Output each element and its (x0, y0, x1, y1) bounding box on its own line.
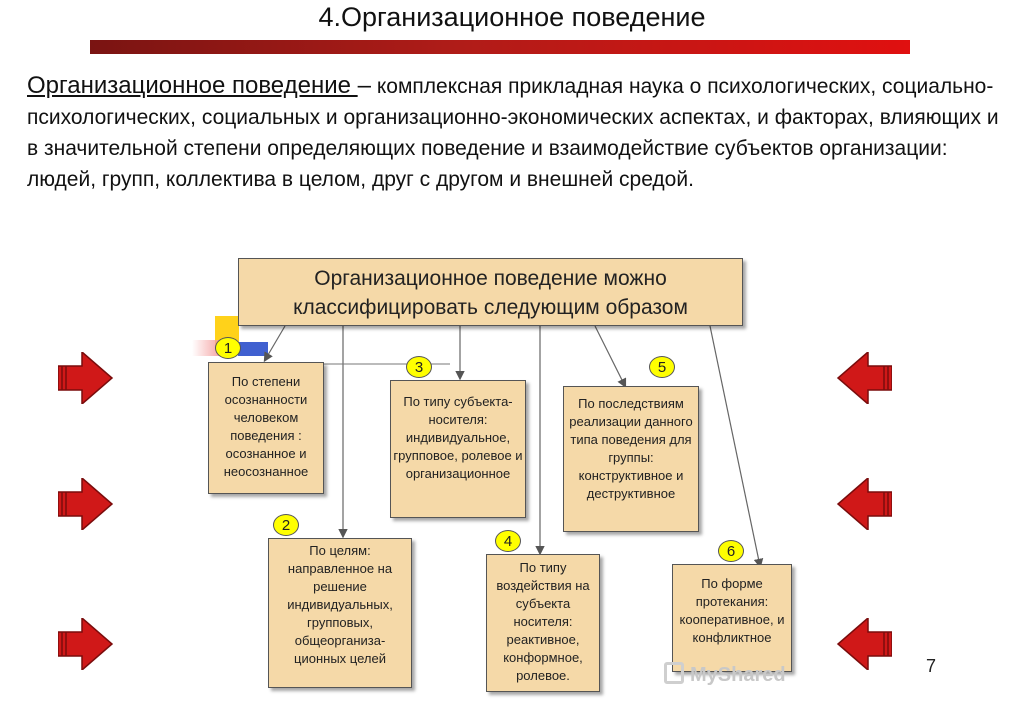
arrow-left-icon (836, 352, 892, 404)
arrow-right-icon (58, 478, 114, 530)
node-box-3: По типу субъекта-носителя: индивидуально… (390, 380, 526, 518)
intro-dash: – (357, 72, 372, 99)
watermark-logo-icon (664, 662, 684, 684)
page-title: 4.Организационное поведение (318, 2, 706, 32)
node-box-1: По степени осознанности человеком поведе… (208, 362, 324, 494)
connector-1 (263, 325, 286, 363)
diagram-root-box: Организационное поведение можно классифи… (238, 258, 743, 326)
page-number: 7 (926, 656, 937, 676)
node-number-1: 1 (215, 337, 241, 359)
node-number-6: 6 (718, 540, 744, 562)
node-box-6: По форме протекания: кооперативное, и ко… (672, 564, 792, 672)
node-box-5: По последствиям реализации данного типа … (563, 386, 699, 532)
decor-blue-square (238, 342, 268, 356)
intro-term: Организационное поведение (27, 72, 358, 99)
connector-6 (709, 325, 764, 569)
node-number-4: 4 (495, 530, 521, 552)
node-number-5: 5 (649, 356, 675, 378)
connector-5 (594, 325, 627, 389)
arrow-left-icon (836, 478, 892, 530)
watermark-text: MyShared (690, 664, 786, 686)
arrow-left-icon (836, 618, 892, 670)
node-number-2: 2 (273, 514, 299, 536)
intro-text: комплексная прикладная наука о психологи… (27, 75, 999, 191)
node-box-4: По типу воздействия на субъекта носителя… (486, 554, 600, 692)
arrow-right-icon (58, 352, 114, 404)
intro-definition: Организационное поведение – комплексная … (27, 70, 1007, 195)
node-number-3: 3 (406, 356, 432, 378)
node-box-2: По целям: направленное на решение индиви… (268, 538, 412, 688)
arrow-right-icon (58, 618, 114, 670)
decor-pink-stripe (192, 340, 222, 356)
title-underline-bar (90, 40, 910, 54)
